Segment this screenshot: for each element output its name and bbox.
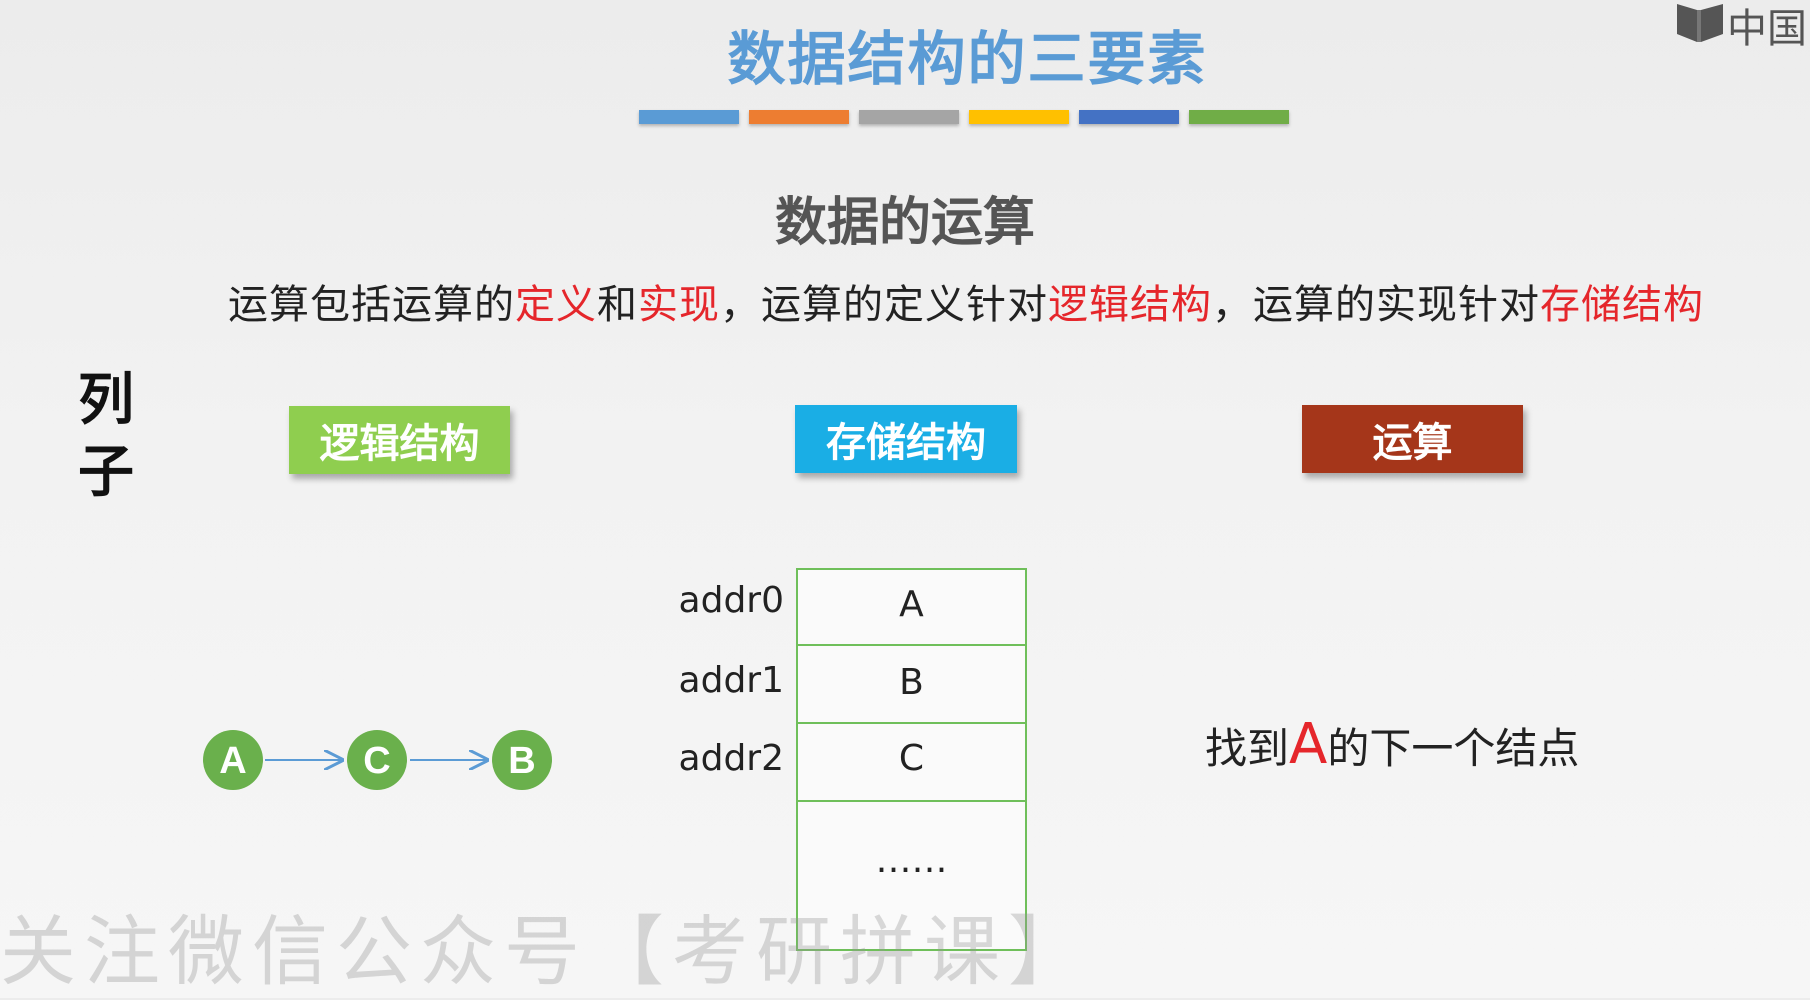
section-heading: 数据的运算 [774, 193, 1035, 253]
color-bar-segment [859, 110, 959, 124]
operation-text-post: 的下一个结点 [1327, 724, 1580, 773]
highlight-logical-structure: 逻辑结构 [1048, 282, 1212, 328]
highlight-storage-structure: 存储结构 [1540, 282, 1704, 328]
node-label: A [219, 740, 246, 782]
description-text: ，运算的定义针对 [720, 282, 1048, 328]
node-c: C [347, 730, 407, 790]
logical-structure-box: 逻辑结构 [289, 406, 510, 474]
logo: 中国 [1675, 0, 1810, 52]
color-bar [639, 110, 1289, 124]
color-bar-segment [1189, 110, 1289, 124]
row-divider [798, 644, 1025, 646]
address-label: addr0 [678, 580, 784, 621]
node-b: B [492, 730, 552, 790]
storage-structure-box: 存储结构 [795, 405, 1017, 473]
node-label: B [508, 740, 535, 782]
memory-ellipsis: …… [875, 840, 948, 881]
address-label: addr2 [678, 738, 784, 779]
row-divider [798, 800, 1025, 802]
operation-box: 运算 [1302, 405, 1523, 473]
row-divider [798, 722, 1025, 724]
description-text: ，运算的实现针对 [1212, 282, 1540, 328]
color-bar-segment [1079, 110, 1179, 124]
memory-cell: A [899, 584, 924, 625]
node-label: C [363, 740, 390, 782]
highlight-definition: 定义 [515, 282, 597, 328]
example-label: 列子 [78, 368, 134, 505]
color-bar-segment [749, 110, 849, 124]
color-bar-segment [639, 110, 739, 124]
address-label: addr1 [678, 660, 784, 701]
book-logo-icon [1677, 4, 1723, 42]
slide-title: 数据结构的三要素 [727, 25, 1208, 93]
memory-cell: C [898, 738, 925, 779]
color-bar-segment [969, 110, 1069, 124]
description: 运算包括运算的定义和实现，运算的定义针对逻辑结构，运算的实现针对存储结构 [228, 272, 1704, 330]
watermark: 关注微信公众号【考研拼课】 [0, 907, 1092, 996]
operation-text-pre: 找到 [1205, 724, 1290, 773]
operation-text: 找到A的下一个结点 [1205, 712, 1579, 777]
logo-text: 中国 [1727, 6, 1807, 52]
operation-text-node: A [1289, 712, 1328, 777]
description-text: 和 [597, 282, 638, 328]
logical-structure-diagram: A C B [203, 730, 552, 790]
description-text: 运算包括运算的 [228, 282, 515, 328]
memory-cell: B [899, 662, 924, 703]
node-a: A [203, 730, 263, 790]
address-labels: addr0 addr1 addr2 [660, 570, 784, 810]
highlight-implementation: 实现 [638, 282, 720, 328]
memory-table: A B C …… [796, 568, 1027, 951]
